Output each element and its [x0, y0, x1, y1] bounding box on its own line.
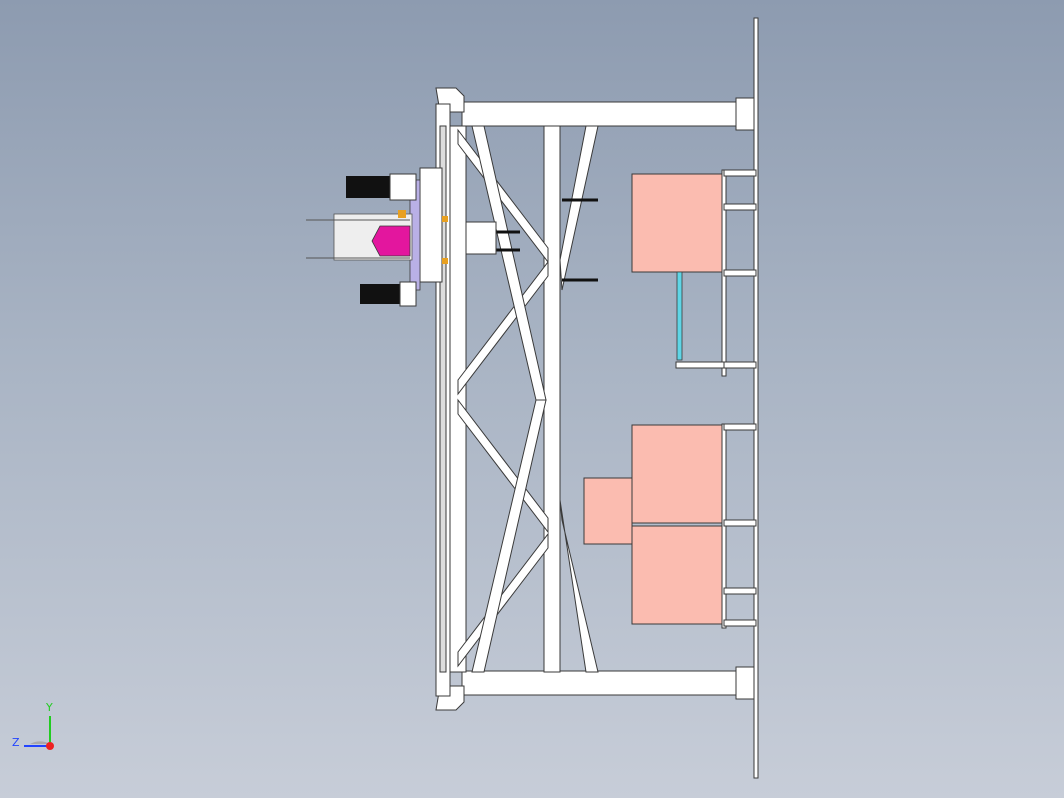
coordinate-triad: Y Z	[12, 701, 54, 750]
magenta-gripper-jaw	[371, 225, 411, 257]
gripper-mount-plate	[419, 167, 443, 283]
stand-legs	[675, 169, 757, 629]
triad-z-label: Z	[12, 736, 20, 749]
cyan-rod	[676, 271, 683, 361]
linear-actuator	[465, 221, 497, 255]
servo-motor-top-flange	[389, 173, 417, 201]
mounting-plate	[753, 17, 759, 779]
bottom-beam	[461, 670, 755, 696]
right-diagonal-1	[559, 125, 599, 291]
right-diagonal-2	[559, 499, 599, 673]
box-lower	[631, 525, 723, 625]
top-beam	[461, 101, 755, 127]
middle-column	[543, 125, 561, 673]
orange-fitting-1	[398, 210, 406, 218]
servo-motor-bottom	[360, 284, 400, 304]
servo-motor-bottom-flange	[399, 281, 417, 307]
orange-fitting-3	[442, 258, 448, 264]
brace-4	[457, 532, 549, 668]
guide-rods	[306, 219, 410, 259]
servo-motor-top	[346, 176, 390, 198]
left-guide-strip	[439, 125, 447, 673]
gripper-assembly	[306, 167, 497, 307]
orange-fitting-2	[442, 216, 448, 222]
top-beam-flange	[735, 97, 755, 131]
left-frame-rail	[449, 125, 467, 673]
long-diagonal-2	[471, 399, 547, 673]
bottom-beam-flange	[735, 666, 755, 700]
triad-y-label: Y	[45, 701, 53, 714]
box-side	[583, 477, 633, 545]
box-middle	[631, 424, 723, 524]
box-upper	[631, 173, 723, 273]
